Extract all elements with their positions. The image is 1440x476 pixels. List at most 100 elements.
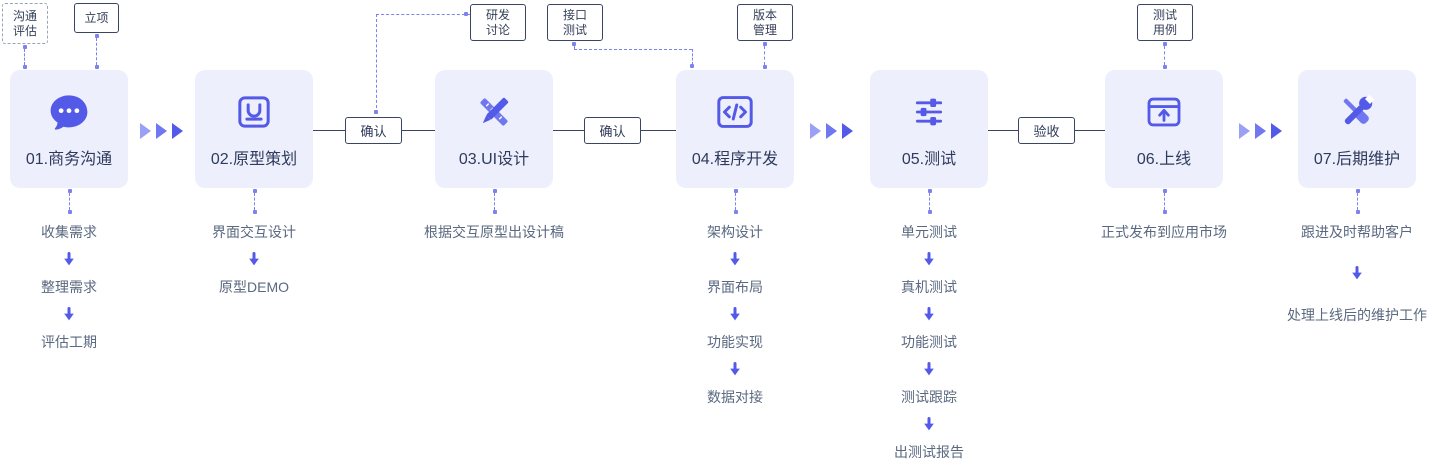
note-text: 讨论 bbox=[485, 22, 510, 37]
code-icon bbox=[713, 90, 757, 134]
note-text: 接口 bbox=[562, 7, 587, 22]
dashed-connector bbox=[94, 34, 99, 69]
stage-box-business-communication: 01.商务沟通 bbox=[10, 70, 128, 188]
down-arrow-icon bbox=[249, 252, 259, 266]
note-communication-evaluation: 沟通 评估 bbox=[2, 3, 48, 44]
note-text: 版本 bbox=[752, 7, 777, 22]
design-tools-icon bbox=[472, 90, 516, 134]
flow-arrow-icon bbox=[810, 123, 853, 139]
stage-box-launch: 06.上线 bbox=[1105, 70, 1223, 188]
down-arrow-icon bbox=[924, 252, 934, 266]
note-test-case: 测试 用例 bbox=[1137, 4, 1193, 41]
down-arrow-icon bbox=[924, 417, 934, 431]
dashed-connector bbox=[762, 42, 767, 69]
down-arrow-icon bbox=[1352, 266, 1362, 280]
connector-dot bbox=[572, 42, 576, 46]
flow-item: 评估工期 bbox=[41, 334, 97, 350]
flow-item: 正式发布到应用市场 bbox=[1101, 224, 1227, 240]
dashed-connector bbox=[927, 189, 932, 214]
down-arrow-icon bbox=[64, 307, 74, 321]
stage-item-list: 跟进及时帮助客户 处理上线后的维护工作 bbox=[1247, 222, 1440, 325]
stage-box-prototype-planning: 02.原型策划 bbox=[195, 70, 313, 188]
dashed-connector bbox=[733, 189, 738, 214]
down-arrow-icon bbox=[64, 252, 74, 266]
dashed-connector bbox=[1162, 42, 1167, 69]
flow-item: 单元测试 bbox=[901, 224, 957, 240]
flow-arrow-icon bbox=[1239, 123, 1282, 139]
dashed-connector bbox=[574, 49, 692, 50]
dashed-connector bbox=[67, 189, 72, 214]
flow-item: 数据对接 bbox=[707, 389, 763, 405]
note-text: 沟通 bbox=[12, 8, 37, 23]
stage-item-list: 架构设计 界面布局 功能实现 数据对接 bbox=[625, 222, 845, 407]
flow-item: 收集需求 bbox=[41, 224, 97, 240]
stage-box-maintenance: 07.后期维护 bbox=[1298, 70, 1416, 188]
flow-item: 真机测试 bbox=[901, 279, 957, 295]
prototype-icon bbox=[232, 90, 276, 134]
flow-item: 出测试报告 bbox=[894, 444, 964, 460]
stage-title: 03.UI设计 bbox=[458, 150, 530, 168]
note-text: 立项 bbox=[84, 10, 109, 25]
stage-title: 05.测试 bbox=[901, 150, 957, 168]
flow-item: 跟进及时帮助客户 bbox=[1301, 224, 1413, 240]
note-text: 用例 bbox=[1152, 22, 1177, 37]
flow-item: 界面布局 bbox=[707, 279, 763, 295]
flow-item: 界面交互设计 bbox=[212, 224, 296, 240]
dashed-connector bbox=[1355, 189, 1360, 214]
flow-arrow-icon bbox=[140, 123, 183, 139]
gate-confirm-1: 确认 bbox=[345, 117, 402, 144]
dashed-connector bbox=[22, 45, 27, 69]
connector-dot bbox=[464, 12, 468, 16]
stage-box-development: 04.程序开发 bbox=[676, 70, 794, 188]
stage-title: 04.程序开发 bbox=[691, 150, 779, 168]
flow-item: 测试跟踪 bbox=[901, 389, 957, 405]
stage-title: 02.原型策划 bbox=[210, 150, 298, 168]
flow-item: 处理上线后的维护工作 bbox=[1287, 307, 1427, 323]
tools-icon bbox=[1335, 90, 1379, 134]
flow-item: 整理需求 bbox=[41, 279, 97, 295]
stage-title: 06.上线 bbox=[1136, 150, 1192, 168]
stage-item-list: 根据交互原型出设计稿 bbox=[384, 222, 604, 242]
flow-item: 原型DEMO bbox=[219, 279, 289, 295]
flow-item: 功能测试 bbox=[901, 334, 957, 350]
down-arrow-icon bbox=[730, 307, 740, 321]
flow-item: 架构设计 bbox=[707, 224, 763, 240]
note-dev-discussion: 研发 讨论 bbox=[470, 4, 526, 41]
note-text: 研发 bbox=[485, 7, 510, 22]
connector-dot bbox=[374, 110, 378, 114]
flow-item: 功能实现 bbox=[707, 334, 763, 350]
dashed-connector bbox=[574, 45, 575, 49]
dashed-connector bbox=[376, 14, 377, 113]
note-text: 测试 bbox=[562, 22, 587, 37]
dashed-connector bbox=[692, 49, 693, 65]
publish-icon bbox=[1142, 90, 1186, 134]
stage-box-ui-design: 03.UI设计 bbox=[435, 70, 553, 188]
gate-accept: 验收 bbox=[1018, 117, 1075, 144]
flow-item: 根据交互原型出设计稿 bbox=[424, 224, 564, 240]
sliders-icon bbox=[907, 90, 951, 134]
down-arrow-icon bbox=[924, 307, 934, 321]
down-arrow-icon bbox=[924, 362, 934, 376]
stage-item-list: 界面交互设计 原型DEMO bbox=[144, 222, 364, 297]
note-text: 评估 bbox=[12, 23, 37, 38]
gate-confirm-2: 确认 bbox=[584, 117, 641, 144]
dashed-connector bbox=[376, 14, 470, 15]
stage-item-list: 收集需求 整理需求 评估工期 bbox=[0, 222, 179, 352]
chat-bubble-icon bbox=[47, 90, 91, 134]
stage-box-testing: 05.测试 bbox=[870, 70, 988, 188]
dashed-connector bbox=[252, 189, 257, 214]
dashed-connector bbox=[492, 189, 497, 214]
note-version-management: 版本 管理 bbox=[737, 4, 793, 41]
stage-item-list: 正式发布到应用市场 bbox=[1054, 222, 1274, 242]
note-project-approval: 立项 bbox=[74, 3, 119, 33]
stage-title: 07.后期维护 bbox=[1313, 150, 1401, 168]
dashed-connector bbox=[1162, 189, 1167, 214]
note-api-test: 接口 测试 bbox=[547, 4, 603, 41]
down-arrow-icon bbox=[730, 252, 740, 266]
down-arrow-icon bbox=[730, 362, 740, 376]
note-text: 测试 bbox=[1152, 7, 1177, 22]
note-text: 管理 bbox=[752, 22, 777, 37]
stage-item-list: 单元测试 真机测试 功能测试 测试跟踪 出测试报告 bbox=[819, 222, 1039, 462]
stage-title: 01.商务沟通 bbox=[25, 150, 113, 168]
